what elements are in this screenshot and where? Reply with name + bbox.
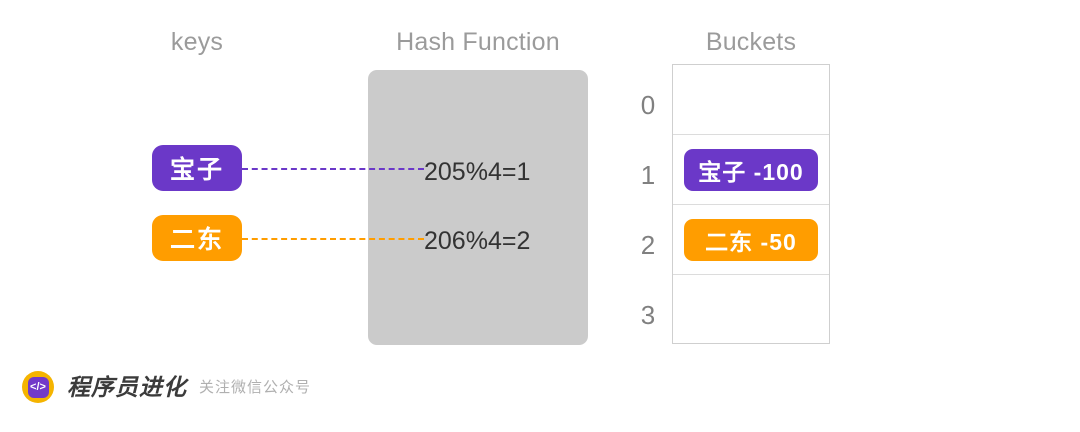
bucket-row-0 xyxy=(673,65,829,135)
buckets-column-header: Buckets xyxy=(705,28,797,56)
bucket-row-2: 二东 -50 xyxy=(673,205,829,275)
brand-subtitle: 关注微信公众号 xyxy=(199,378,312,396)
bucket-index-3: 3 xyxy=(640,300,656,330)
brand-name: 程序员进化 xyxy=(67,373,187,400)
bucket-row-1: 宝子 -100 xyxy=(673,135,829,205)
code-brackets-icon: </> xyxy=(27,376,49,398)
keys-column-header: keys xyxy=(170,28,224,56)
buckets-table: 宝子 -100 二东 -50 xyxy=(672,64,830,344)
bucket-entry-1: 宝子 -100 xyxy=(684,148,818,191)
watermark: </> 程序员进化 关注微信公众号 xyxy=(22,370,311,404)
connector-line-0 xyxy=(242,168,424,170)
key-tag-0: 宝子 xyxy=(152,145,242,191)
connector-line-1 xyxy=(242,238,424,240)
key-tag-1: 二东 xyxy=(152,215,242,261)
bucket-index-1: 1 xyxy=(640,160,656,190)
hash-formula-0: 205%4=1 xyxy=(424,158,531,186)
bucket-entry-2: 二东 -50 xyxy=(684,218,818,261)
bucket-index-2: 2 xyxy=(640,230,656,260)
hash-formula-1: 206%4=2 xyxy=(424,227,531,255)
bucket-row-3 xyxy=(673,275,829,345)
hash-function-column-header: Hash Function xyxy=(396,28,560,56)
hash-function-panel xyxy=(368,70,588,345)
bucket-index-0: 0 xyxy=(640,90,656,120)
brand-logo: </> xyxy=(22,371,54,403)
